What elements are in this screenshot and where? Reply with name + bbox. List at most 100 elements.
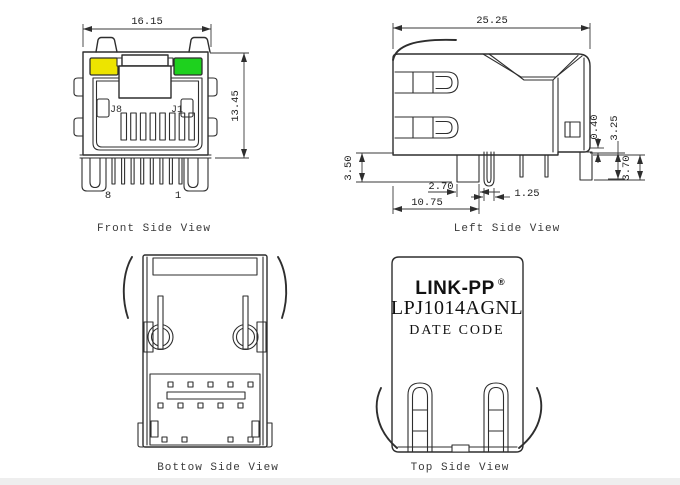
emi-wire-curl [392,38,457,61]
thru-pin [544,154,549,178]
pin-pad [227,436,234,443]
emi-wire-left [122,256,133,319]
left-side-view: 25.25 [343,15,645,235]
bottom-center-tab [451,444,470,453]
prong-inner [411,386,429,453]
corner-step-left [137,422,144,448]
bottom-view-caption: Bottow Side View [157,462,279,474]
contact-slot [178,112,186,141]
signal-pin [159,157,164,185]
latch-prong-left [407,382,433,453]
contact-slot [149,112,157,141]
led-yellow [89,57,119,76]
chamfer-inner [488,53,579,81]
led-green [173,57,203,76]
pin-pad [157,402,164,409]
prong-outer [483,382,509,453]
signal-pin [168,157,173,185]
plug-cavity-inner [95,80,200,148]
top-post-right [188,36,211,53]
pin-pad [177,402,184,409]
emi-wing-right-lower [207,117,218,137]
plug-window-block [118,65,172,99]
chamfer-outer [482,53,583,78]
tab-thickness-value: 0.40 [589,114,601,139]
side-body [392,53,591,156]
emi-wire-left [375,387,398,449]
post-bracket [256,321,267,353]
slot-inner-cap [435,75,453,90]
post-stem [157,295,164,350]
post-stem [242,295,249,350]
pin-pad [181,436,188,443]
mounting-post-left [143,295,174,353]
thru-pin [519,154,524,178]
front-width-value: 16.15 [131,16,163,28]
date-code-text: DATE CODE [409,323,504,338]
signal-pin [178,157,183,185]
ground-pin-right [187,157,199,189]
emi-finger-slot-lower [394,116,459,139]
post-offset-dimension: 10.75 [392,186,479,214]
post-bracket [143,321,154,353]
shield-leg-left [81,157,107,192]
pin-width-value: 1.25 [514,188,539,200]
clip-left [96,98,110,118]
tab-to-base-value: 3.25 [609,115,621,140]
plate-outline [149,373,261,446]
led-label-left: J8 [110,105,122,116]
latch-step-right [167,57,174,67]
front-height-value: 13.45 [230,90,242,122]
latch-step-left [116,57,123,67]
pin-pad [227,381,234,388]
pin-number-8: 8 [105,190,111,202]
shield-leg-right [183,157,209,192]
latch-tab [121,54,169,67]
contact-comb [120,112,195,141]
prong-outer [407,382,433,453]
top-view-caption: Top Side View [411,462,510,474]
front-pins: 8 1 [81,157,209,202]
u-pin-inner [486,151,492,184]
contact-slot [139,112,147,141]
brand-logo-text: LINK-PP [415,278,495,299]
pin-pad [217,402,224,409]
pin-pad [237,402,244,409]
signal-pin [149,157,154,185]
plug-cavity-outer [92,77,203,151]
signal-pin [121,157,126,185]
pin-pad [207,381,214,388]
depth-value: 25.25 [476,15,508,27]
depth-dimension: 25.25 [392,15,591,49]
foot-height-value: 3.70 [621,155,633,180]
front-view-caption: Front Side View [97,223,211,235]
signal-pin [130,157,135,185]
plastic-post [456,154,480,183]
emi-wing-right-upper [207,77,218,97]
bottom-body [142,254,268,448]
contact-slot [168,112,176,141]
slot-outline [394,116,459,139]
rear-foot [579,151,593,181]
emi-wing-left-upper [73,77,84,97]
contact-slot [120,112,128,141]
pin-pad [161,436,168,443]
front-width-dimension: 16.15 [82,16,212,47]
contact-plate [149,373,261,446]
watermark-remnant [0,478,680,485]
contact-slot [188,112,195,141]
top-side-view: LINK-PP ® LPJ1014AGNL DATE CODE Top Side… [375,256,543,474]
signal-pin [111,157,116,185]
pin-pad [247,381,254,388]
tab-to-base-dimension: 3.25 [608,115,625,180]
solder-tab [564,121,581,138]
part-number-text: LPJ1014AGNL [391,297,523,319]
registered-trademark-symbol: ® [498,277,505,287]
pin-pad [167,381,174,388]
side-slot-left [150,420,159,438]
top-post-left [95,36,118,53]
side-slot-right [251,420,260,438]
front-height-dimension: 13.45 [210,52,249,159]
emi-wire-right [277,256,288,319]
